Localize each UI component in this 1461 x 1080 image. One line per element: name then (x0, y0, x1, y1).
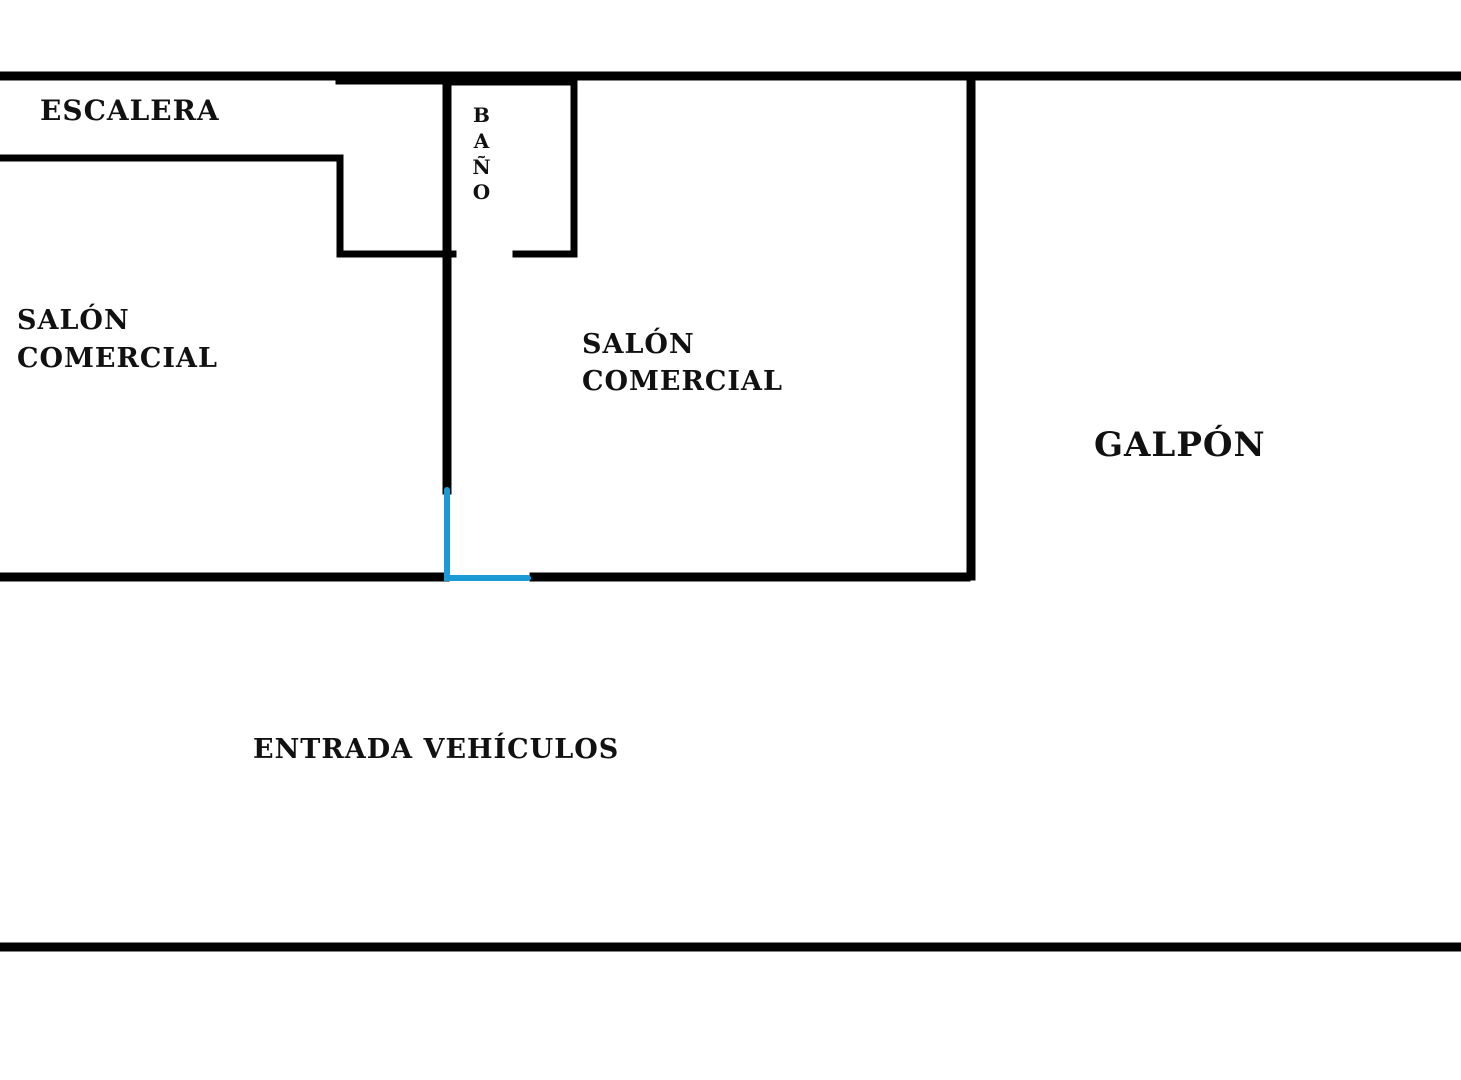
door-swing (444, 487, 531, 581)
label-galpon: GALPÓN (1094, 424, 1266, 465)
label-escalera: ESCALERA (40, 94, 220, 127)
label-salon-center-line2: COMERCIAL (582, 366, 783, 397)
label-bano-letter-o: O (473, 180, 491, 204)
label-bano-letter-n: Ñ (472, 155, 491, 179)
label-bano-letter-a: A (473, 129, 491, 153)
label-salon-center-line1: SALÓN (582, 326, 695, 360)
label-entrada-vehiculos: ENTRADA VEHÍCULOS (253, 732, 619, 765)
label-salon-left-line1: SALÓN (17, 302, 130, 336)
label-bano-letter-b: B (473, 103, 491, 127)
label-salon-left-line2: COMERCIAL (17, 343, 218, 374)
